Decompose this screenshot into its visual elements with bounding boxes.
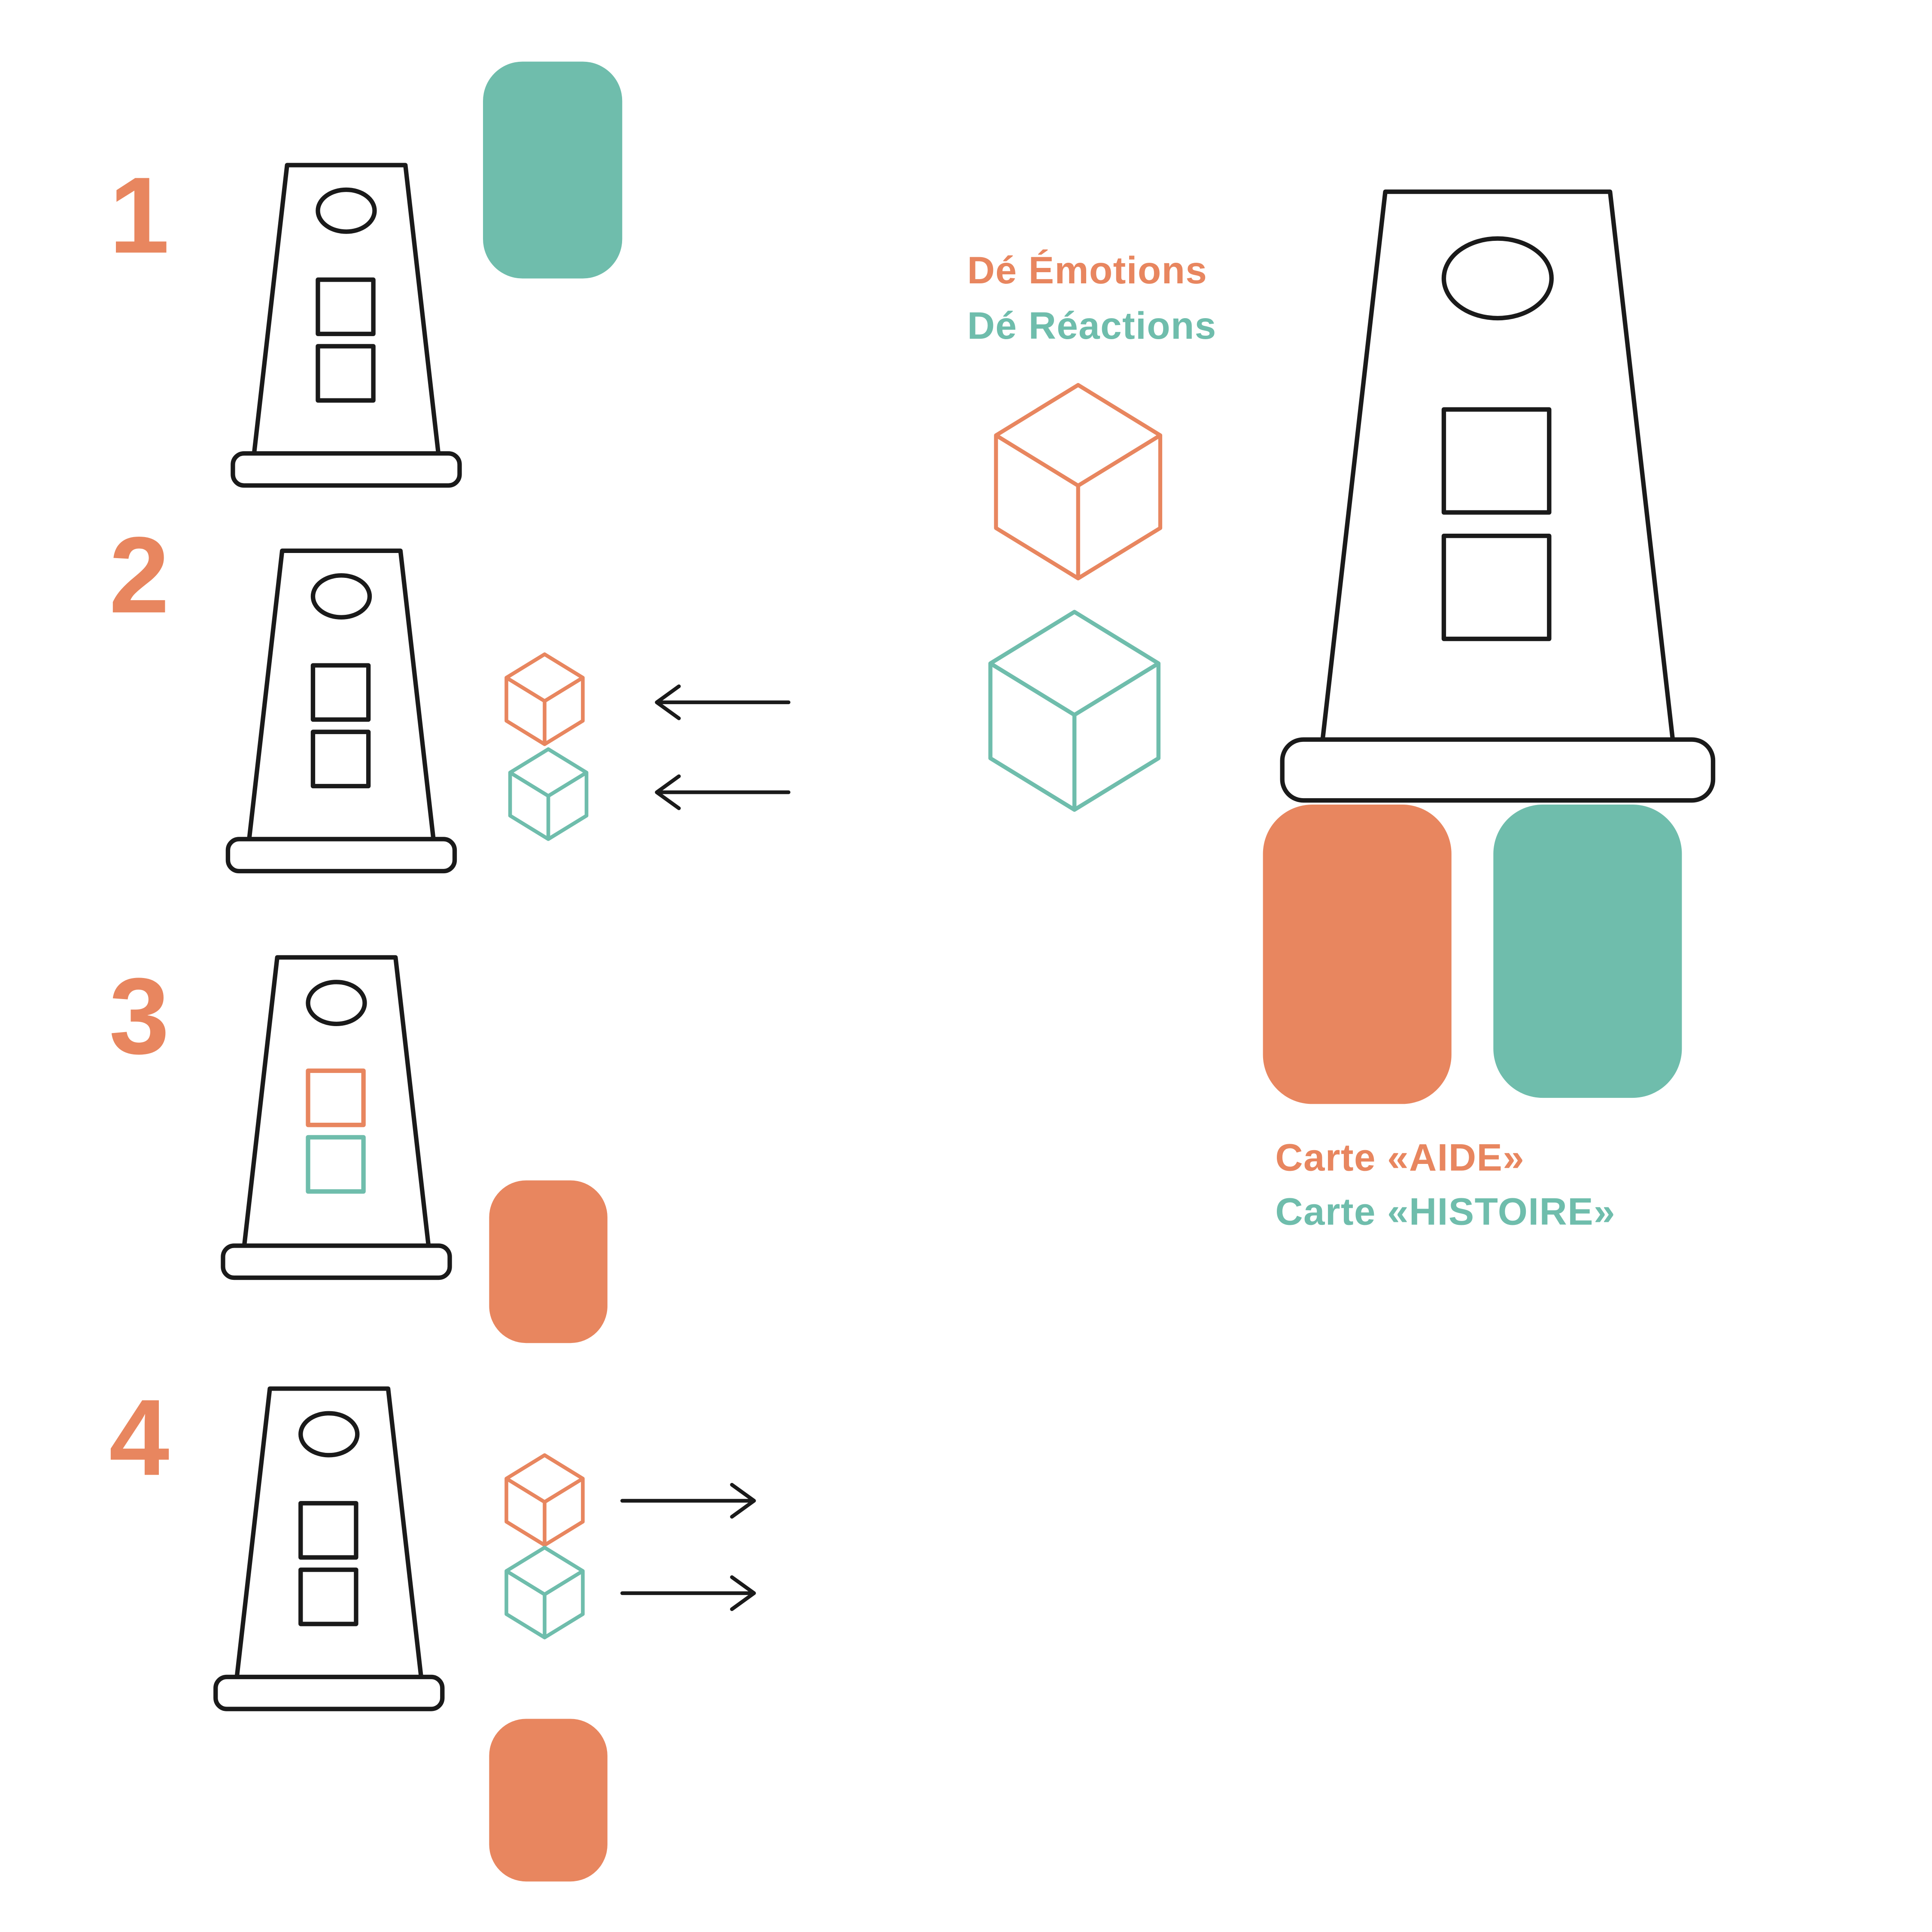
reactions-slot-icon (306, 1135, 366, 1194)
step-4-arrow-right-top-icon (622, 1485, 754, 1517)
history-card (1493, 805, 1682, 1098)
help-card-label: Carte «AIDE» (1275, 1136, 1525, 1179)
step-1-history-card (483, 61, 623, 279)
emotions-slot-icon (306, 1068, 366, 1127)
step-4-arrow-right-bottom-icon (622, 1577, 754, 1609)
step-4-tower-icon (216, 1388, 442, 1709)
tower-shell-icon (216, 1388, 442, 1709)
tower-shell-icon (233, 165, 459, 486)
step-2-arrow-left-top-icon (657, 687, 789, 719)
step-4-reactions-die-icon (507, 1548, 583, 1638)
tower-shell-icon (223, 957, 450, 1278)
step-2-emotions-die-icon (507, 654, 583, 744)
history-card-label: Carte «HISTOIRE» (1275, 1190, 1616, 1233)
tower-shell-icon (1282, 192, 1713, 801)
step-4-number: 4 (109, 1376, 169, 1498)
reactions-die-label: Dé Réactions (967, 304, 1217, 347)
help-card (1263, 805, 1452, 1104)
emotions-die-icon (996, 385, 1160, 578)
emotions-die-label: Dé Émotions (967, 249, 1207, 292)
reactions-die-icon (990, 612, 1158, 810)
step-3-number: 3 (109, 955, 169, 1077)
step-2-arrow-left-bottom-icon (657, 776, 789, 808)
step-2-reactions-die-icon (510, 749, 586, 839)
step-1-tower-icon (233, 165, 459, 486)
step-3-tower-icon (223, 957, 450, 1278)
step-2-number: 2 (109, 514, 169, 635)
step-3-help-card (489, 1180, 608, 1343)
tower-shell-icon (228, 551, 455, 871)
step-4-emotions-die-icon (507, 1455, 583, 1545)
step-4-help-card (489, 1719, 608, 1882)
step-1-number: 1 (109, 154, 169, 276)
main-tower-icon (1282, 192, 1713, 801)
step-2-tower-icon (228, 551, 455, 871)
